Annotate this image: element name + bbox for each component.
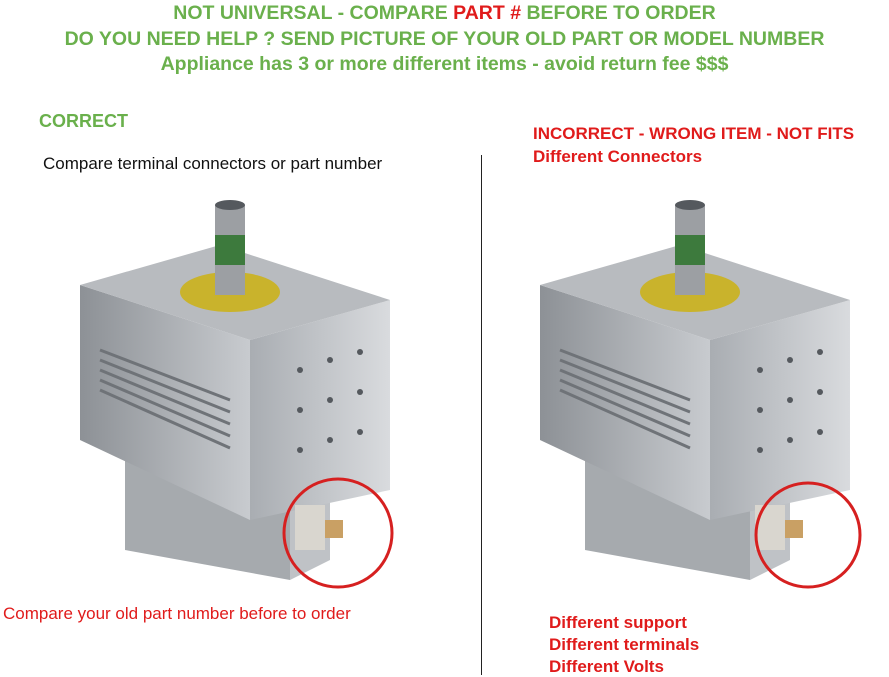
highlight-circle-icon <box>754 481 862 589</box>
difference-support: Different support <box>549 613 687 632</box>
header-line-1: NOT UNIVERSAL - COMPARE PART # BEFORE TO… <box>0 2 889 24</box>
difference-volts: Different Volts <box>549 657 664 676</box>
header-line-1-suffix: BEFORE TO ORDER <box>521 2 716 24</box>
magnetron-image-correct <box>80 200 394 589</box>
different-connectors-label: Different Connectors <box>533 147 703 166</box>
highlight-circle-icon <box>282 477 394 589</box>
header-line-3: Appliance has 3 or more different items … <box>160 53 729 75</box>
header-line-1-prefix: NOT UNIVERSAL - COMPARE <box>173 2 454 24</box>
magnetron-image-incorrect <box>540 200 862 589</box>
header-line-2: DO YOU NEED HELP ? SEND PICTURE OF YOUR … <box>64 28 825 50</box>
incorrect-label: INCORRECT - WRONG ITEM - NOT FITS <box>533 124 855 143</box>
difference-terminals: Different terminals <box>549 635 700 654</box>
compare-instruction: Compare terminal connectors or part numb… <box>43 154 383 173</box>
column-divider <box>481 155 482 675</box>
correct-label: CORRECT <box>39 111 128 131</box>
left-footer-note: Compare your old part number before to o… <box>3 604 351 623</box>
part-number-highlight: PART # <box>453 2 522 24</box>
